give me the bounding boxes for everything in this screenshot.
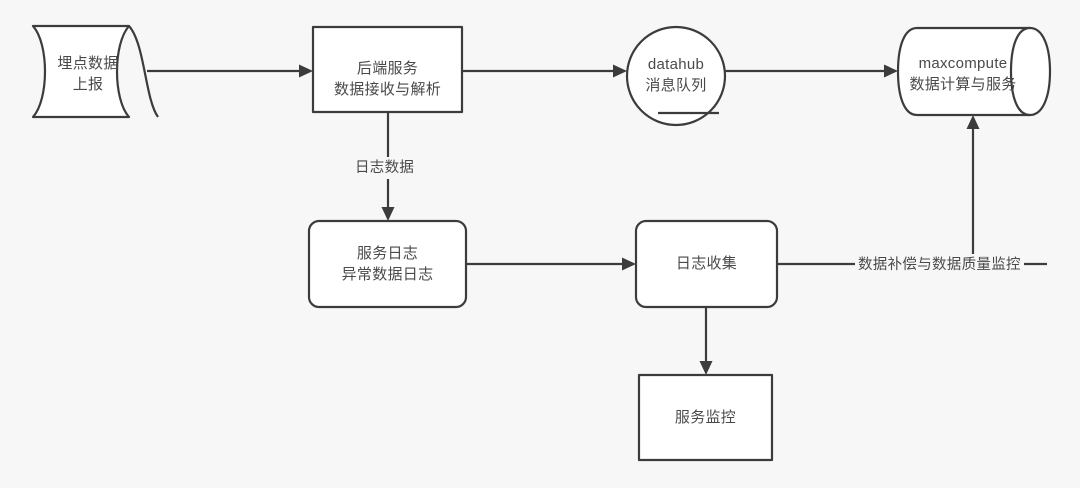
edge-logcollect-to-maxcompute-arrow: [966, 115, 980, 129]
edge-logcollect-to-monitor: [699, 307, 713, 375]
edge-logcollect-to-maxcompute: [777, 115, 1047, 266]
tracking-data-edge-curve: [128, 25, 159, 118]
edge-backend-to-datahub-arrow: [613, 64, 627, 78]
edge-tracking-to-backend: [147, 64, 313, 78]
node-datahub[interactable]: [625, 25, 727, 127]
maxcompute-body: [896, 26, 1032, 117]
edge-backend-to-servicelog-arrow: [381, 207, 395, 221]
node-tracking-data[interactable]: [31, 24, 159, 119]
node-service-log[interactable]: [307, 219, 468, 309]
edge-logcollect-to-monitor-arrow: [699, 361, 713, 375]
edge-servicelog-to-logcollect-arrow: [622, 257, 636, 271]
node-log-collect[interactable]: [634, 219, 779, 309]
tracking-data-body: [31, 24, 131, 119]
edge-servicelog-to-logcollect: [466, 257, 636, 271]
node-service-monitor[interactable]: [637, 373, 774, 462]
edge-datahub-to-maxcompute-arrow: [884, 64, 898, 78]
edge-datahub-to-maxcompute: [725, 64, 898, 78]
node-maxcompute[interactable]: [896, 26, 1052, 117]
node-backend-service[interactable]: [311, 25, 464, 114]
edge-label-log-data: 日志数据: [352, 157, 418, 179]
edge-backend-to-datahub: [462, 64, 627, 78]
edge-tracking-to-backend-arrow: [299, 64, 313, 78]
maxcompute-cap: [1009, 26, 1052, 117]
edge-label-data-compensation: 数据补偿与数据质量监控: [855, 254, 1024, 276]
datahub-circle: [625, 25, 727, 127]
